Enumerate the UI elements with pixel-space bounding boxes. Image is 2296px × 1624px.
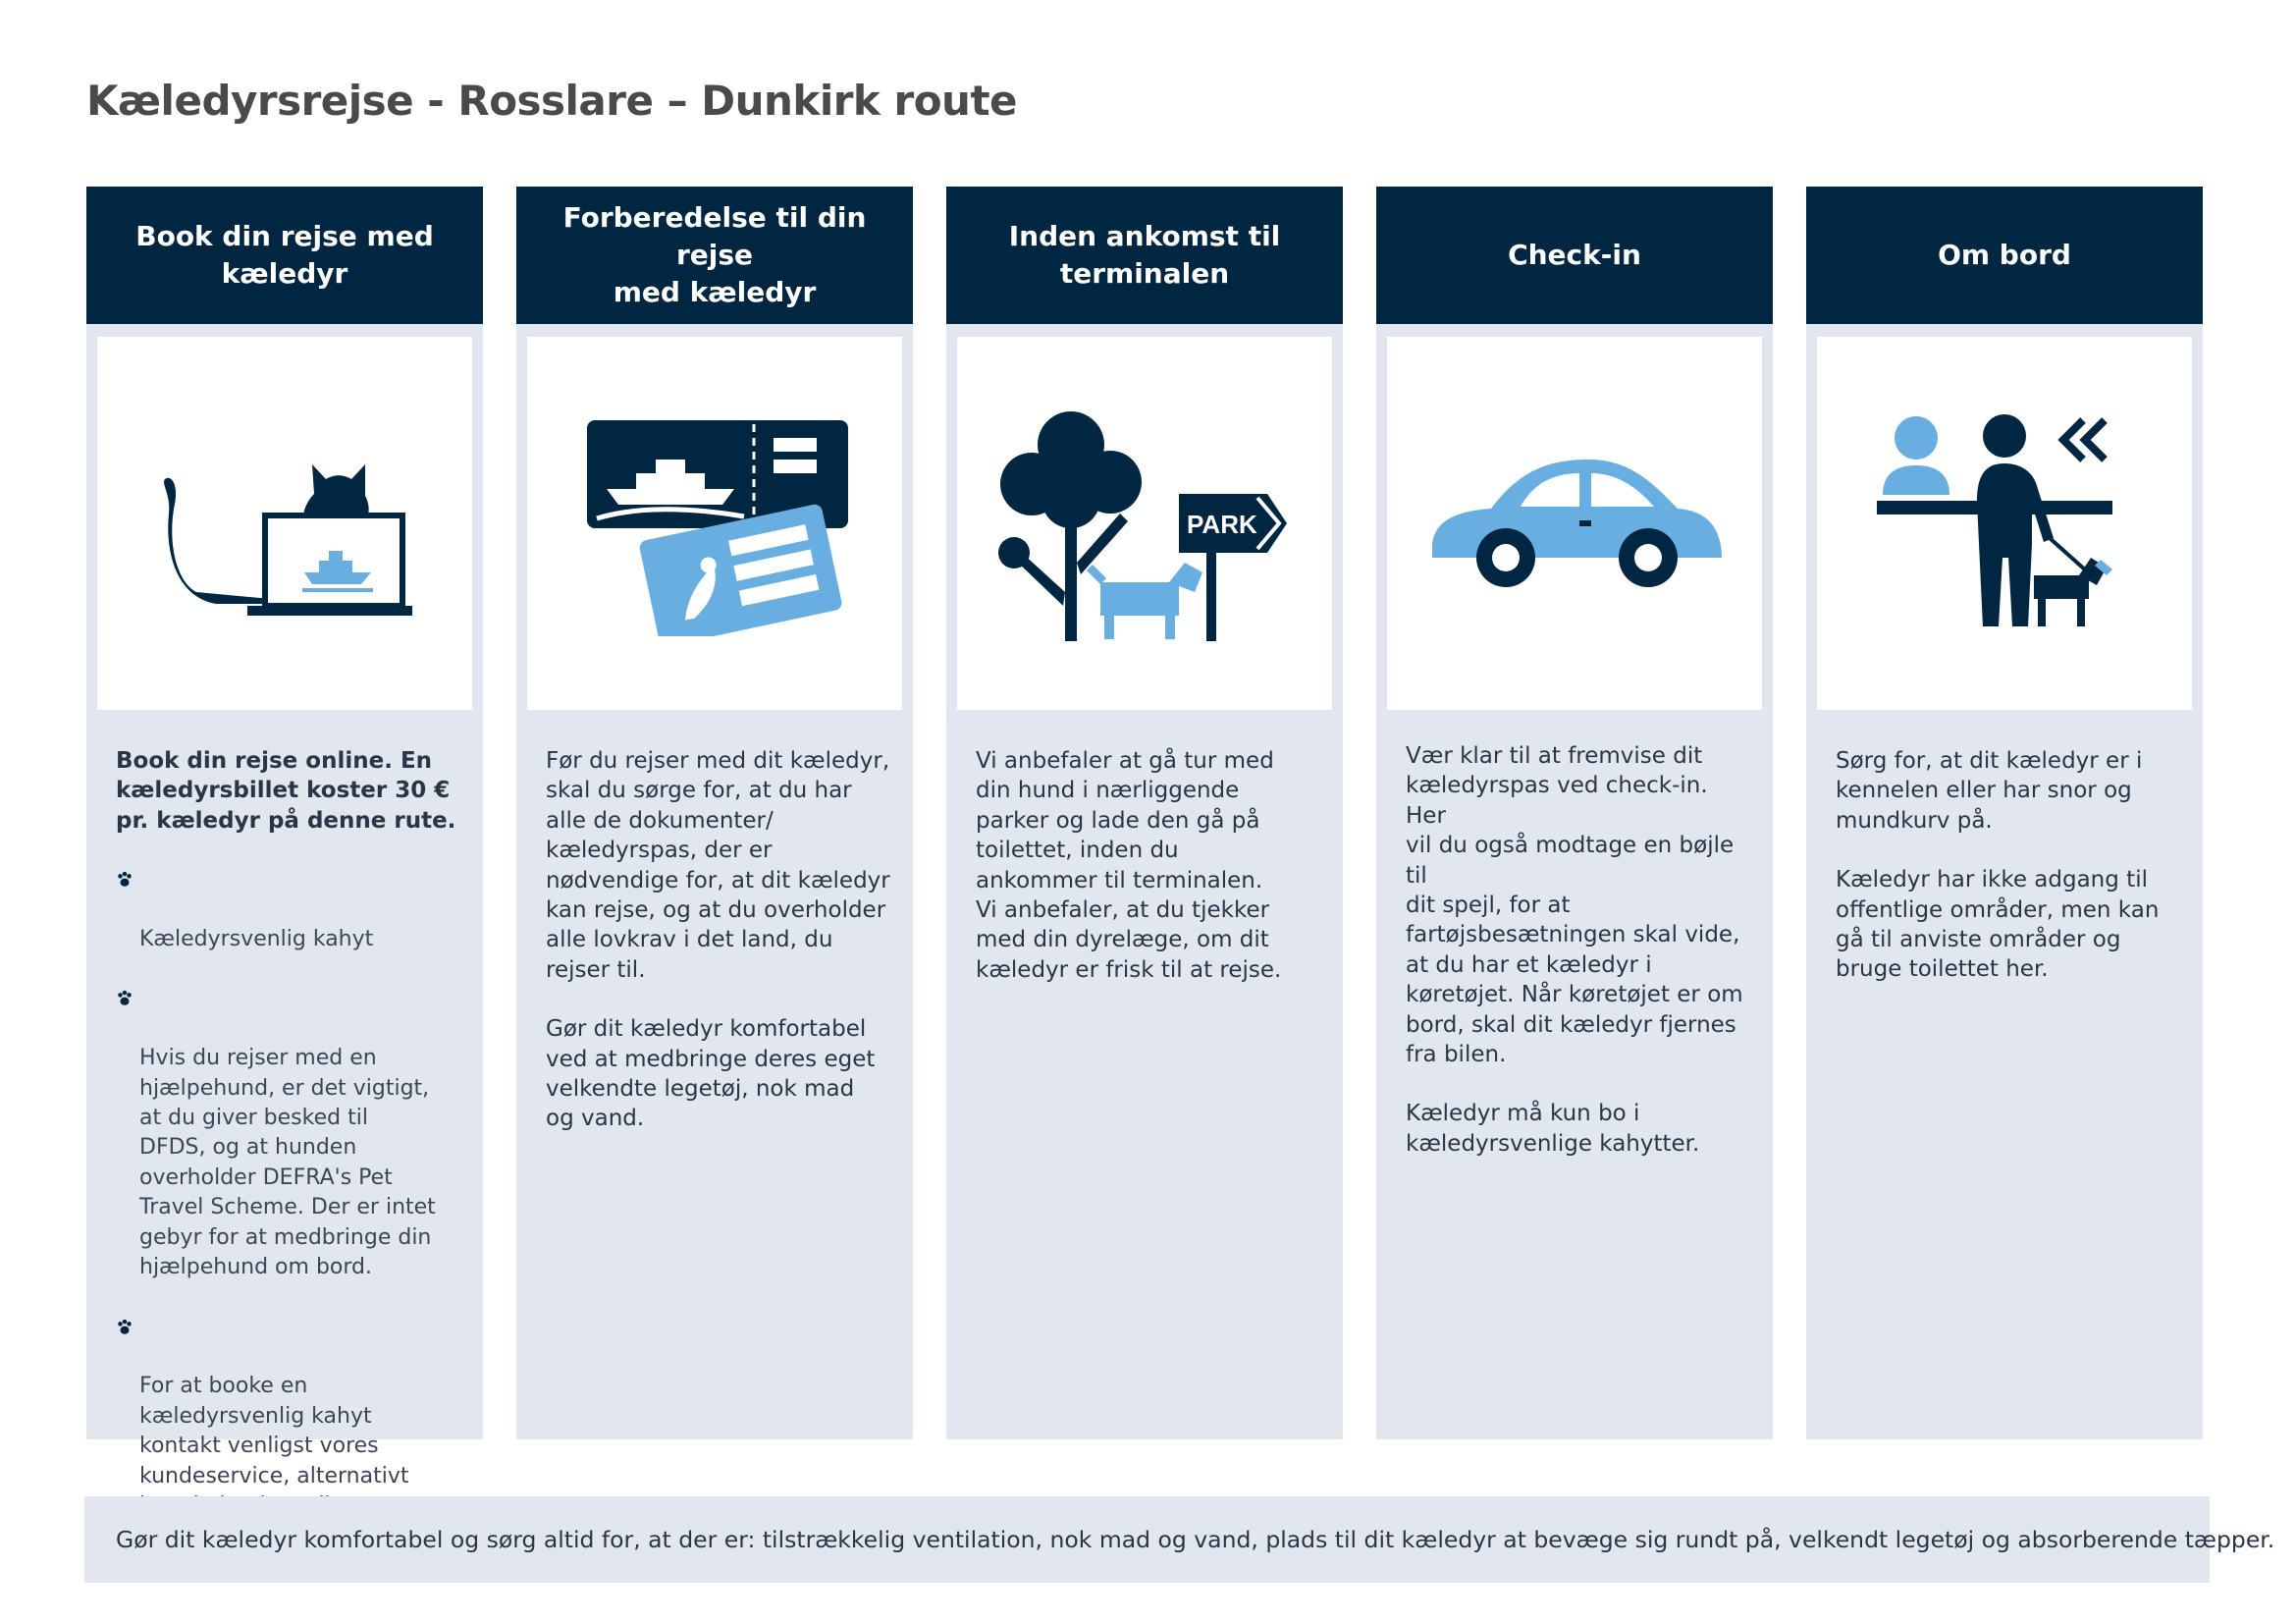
step-body: Før du rejser med dit kæledyr, skal du s… [546, 746, 891, 1164]
step-card-arrival: Inden ankomst til terminalen PARK [946, 187, 1343, 1439]
step-heading: Inden ankomst til terminalen [946, 187, 1343, 324]
paragraph: Kæledyr må kun bo i kæledyrsvenlige kahy… [1406, 1101, 1700, 1157]
info-bar: Gør dit kæledyr komfortabel og sørg alti… [84, 1496, 2274, 1583]
paragraph: Før du rejser med dit kæledyr, skal du s… [546, 748, 890, 983]
info-text: Gør dit kæledyr komfortabel og sørg alti… [116, 1526, 2275, 1553]
paw-icon [118, 872, 132, 887]
step-heading: Check-in [1376, 187, 1773, 324]
step-body: Vær klar til at fremvise dit kæledyrspas… [1406, 741, 1751, 1188]
list-item: Hvis du rejser med en hjælpehund, er det… [116, 984, 461, 1282]
paragraph: Kæledyr har ikke adgang til offentlige o… [1836, 867, 2160, 983]
list-item: Kæledyrsvenlig kahyt [116, 865, 461, 954]
cat-laptop-icon [97, 337, 472, 710]
step-heading: Om bord [1806, 187, 2203, 324]
people-dog-counter-icon [1817, 337, 2192, 710]
step-card-onboard: Om bord Sørg f [1806, 187, 2203, 1439]
step-body: Sørg for, at dit kæledyr er i kennelen e… [1836, 746, 2181, 1014]
step-card-prepare: Forberedelse til din rejse med kæledyr [516, 187, 913, 1439]
step-card-checkin: Check-in Vær klar til at fremvise dit kæ… [1376, 187, 1773, 1439]
step-body: Book din rejse online. En kæledyrsbillet… [116, 746, 461, 1550]
step-heading: Forberedelse til din rejse med kæledyr [516, 187, 913, 324]
paragraph: Vær klar til at fremvise dit kæledyrspas… [1406, 743, 1743, 1068]
list-item: For at booke en kæledyrsvenlig kahyt kon… [116, 1313, 461, 1522]
step-body: Vi anbefaler at gå tur med din hund i næ… [976, 746, 1321, 1014]
paw-icon [118, 1319, 132, 1334]
step-card-book: Book din rejse med kæledyr Book din rejs… [86, 187, 483, 1518]
intro-text: Book din rejse online. En kæledyrsbillet… [116, 748, 456, 834]
step-heading: Book din rejse med kæledyr [86, 187, 483, 324]
paw-icon [118, 991, 132, 1006]
paragraph: Gør dit kæledyr komfortabel ved at medbr… [546, 1016, 876, 1132]
paragraph: Sørg for, at dit kæledyr er i kennelen e… [1836, 748, 2143, 834]
car-icon [1387, 337, 1762, 710]
paragraph: Vi anbefaler at gå tur med din hund i næ… [976, 748, 1282, 983]
ticket-passport-icon [527, 337, 902, 710]
page-title: Kæledyrsrejse - Rosslare – Dunkirk route [86, 77, 1018, 125]
park-sign-text: PARK [1187, 510, 1257, 539]
park-dog-icon: PARK [957, 337, 1332, 710]
